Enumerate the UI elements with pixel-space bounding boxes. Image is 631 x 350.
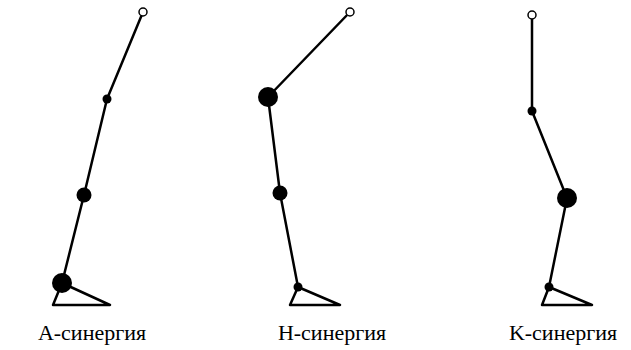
head-marker xyxy=(528,11,536,19)
joint-dot xyxy=(52,273,72,293)
joint-dot xyxy=(557,188,577,208)
joint-dot xyxy=(103,95,112,104)
synergy-label: K-синергия xyxy=(509,322,617,344)
leg-segments xyxy=(62,12,143,283)
joint-dot xyxy=(528,107,537,116)
synergy-label: A-синергия xyxy=(38,322,146,344)
leg-segments xyxy=(268,12,350,287)
joint-dot xyxy=(273,186,288,201)
joint-dot xyxy=(545,283,554,292)
joint-dot xyxy=(294,283,303,292)
joint-dot xyxy=(77,188,92,203)
joint-dot xyxy=(258,87,278,107)
leg-segments xyxy=(532,15,567,287)
synergy-label: H-синергия xyxy=(278,322,386,344)
head-marker xyxy=(139,8,147,16)
head-marker xyxy=(346,8,354,16)
